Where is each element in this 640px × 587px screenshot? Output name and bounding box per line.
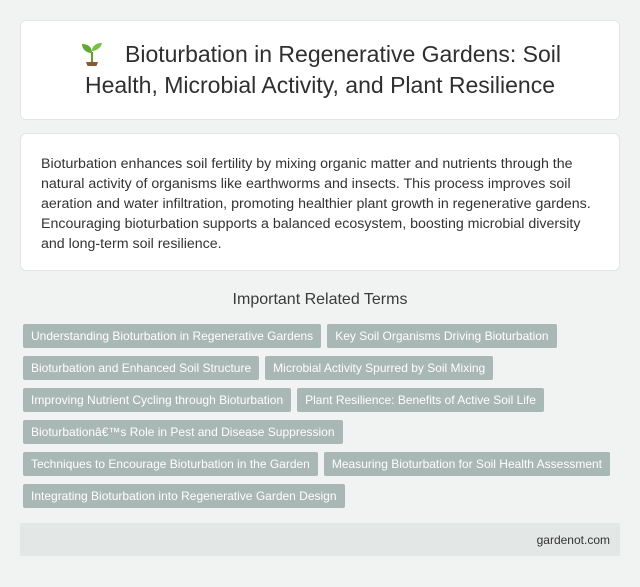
title-card: Bioturbation in Regenerative Gardens: So… xyxy=(20,20,620,120)
related-term-tag[interactable]: Measuring Bioturbation for Soil Health A… xyxy=(323,452,610,476)
sprout-icon xyxy=(82,43,102,66)
footer-site-link[interactable]: gardenot.com xyxy=(536,532,610,547)
related-term-tag[interactable]: Plant Resilience: Benefits of Active Soi… xyxy=(297,388,544,412)
related-term-tag[interactable]: Bioturbationâ€™s Role in Pest and Diseas… xyxy=(23,420,343,444)
page-title: Bioturbation in Regenerative Gardens: So… xyxy=(47,39,593,101)
related-term-tag[interactable]: Microbial Activity Spurred by Soil Mixin… xyxy=(265,356,494,380)
related-terms-heading: Important Related Terms xyxy=(232,291,408,308)
related-term-tag[interactable]: Key Soil Organisms Driving Bioturbation xyxy=(327,324,557,348)
page-title-text: Bioturbation in Regenerative Gardens: So… xyxy=(84,41,561,98)
related-term-tag[interactable]: Techniques to Encourage Bioturbation in … xyxy=(23,452,318,476)
related-term-tag[interactable]: Integrating Bioturbation into Regenerati… xyxy=(23,484,345,508)
footer: gardenot.com xyxy=(20,523,620,556)
related-term-tag[interactable]: Understanding Bioturbation in Regenerati… xyxy=(23,324,322,348)
related-term-tag[interactable]: Improving Nutrient Cycling through Biotu… xyxy=(23,388,292,412)
summary-text: Bioturbation enhances soil fertility by … xyxy=(41,156,591,252)
summary-card: Bioturbation enhances soil fertility by … xyxy=(20,133,620,271)
related-terms-list: Understanding Bioturbation in Regenerati… xyxy=(23,324,619,516)
related-term-tag[interactable]: Bioturbation and Enhanced Soil Structure xyxy=(23,356,260,380)
